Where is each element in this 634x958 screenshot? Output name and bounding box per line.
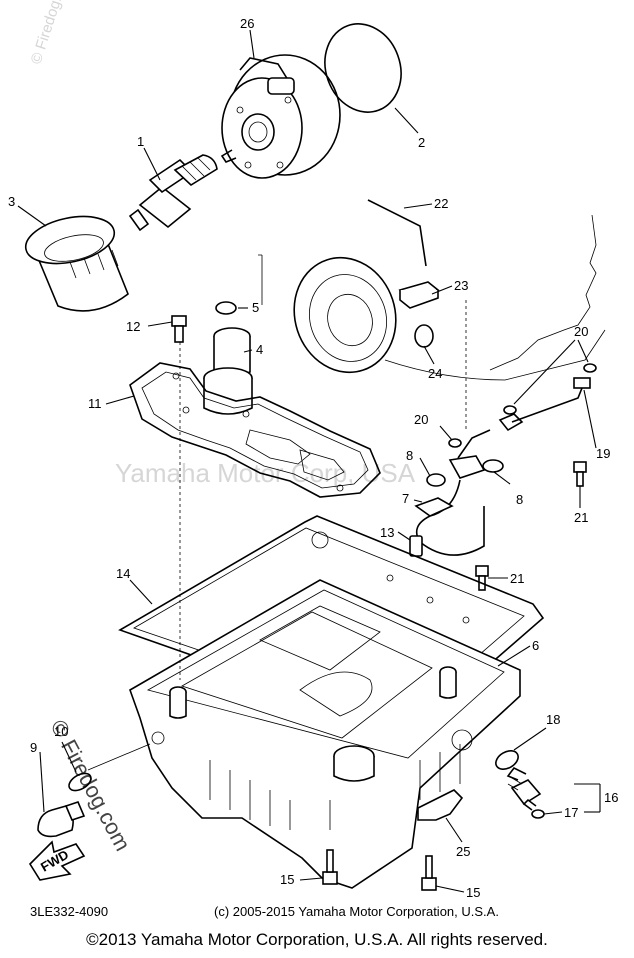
oil-pipe-assembly bbox=[414, 363, 597, 556]
footer-copyright: ©2013 Yamaha Motor Corporation, U.S.A. A… bbox=[86, 930, 548, 949]
oil-strainer bbox=[258, 254, 606, 381]
callout-8-right: 8 bbox=[516, 492, 523, 507]
diagram-code: 3LE332-4090 bbox=[30, 904, 108, 919]
callout-20-top: 20 bbox=[574, 324, 588, 339]
callout-14: 14 bbox=[116, 566, 130, 581]
watermark-firedog-topleft: © Firedog.com bbox=[28, 0, 75, 66]
callout-26: 26 bbox=[240, 16, 254, 31]
drain-bolt bbox=[506, 766, 542, 806]
callout-16: 16 bbox=[604, 790, 618, 805]
callout-19: 19 bbox=[596, 446, 610, 461]
callout-13: 13 bbox=[380, 525, 394, 540]
leader-lines bbox=[17, 29, 601, 893]
callout-9: 9 bbox=[30, 740, 37, 755]
callout-21-bottom: 21 bbox=[510, 571, 524, 586]
fwd-arrow: FWD bbox=[28, 840, 86, 881]
callout-17: 17 bbox=[564, 805, 578, 820]
drain-washer bbox=[495, 750, 519, 770]
collar bbox=[414, 324, 434, 348]
bolt-15 bbox=[322, 849, 437, 891]
callout-labels: 26 2 1 3 22 23 5 12 20 4 24 11 20 19 8 8… bbox=[8, 16, 618, 900]
bolt-12 bbox=[171, 315, 187, 343]
callout-7: 7 bbox=[402, 491, 409, 506]
callout-24: 24 bbox=[428, 366, 442, 381]
callout-20-mid: 20 bbox=[414, 412, 428, 427]
damper bbox=[398, 281, 440, 309]
callout-10: 10 bbox=[54, 724, 68, 739]
oil-cooler-housing bbox=[220, 54, 341, 179]
small-screw bbox=[522, 798, 545, 819]
callout-4: 4 bbox=[256, 342, 263, 357]
small-o-ring bbox=[215, 301, 237, 315]
callout-18: 18 bbox=[546, 712, 560, 727]
callout-2: 2 bbox=[418, 135, 425, 150]
o-ring bbox=[324, 23, 402, 113]
bolt-21 bbox=[475, 461, 587, 591]
pipe-fitting bbox=[203, 327, 253, 415]
callout-8-left: 8 bbox=[406, 448, 413, 463]
callout-6: 6 bbox=[532, 638, 539, 653]
small-copyright: (c) 2005-2015 Yamaha Motor Corporation, … bbox=[214, 904, 499, 919]
callout-25: 25 bbox=[456, 844, 470, 859]
gasket bbox=[129, 362, 381, 498]
callout-1: 1 bbox=[137, 134, 144, 149]
engine-outline bbox=[489, 214, 597, 371]
callout-5: 5 bbox=[252, 300, 259, 315]
callout-12: 12 bbox=[126, 319, 140, 334]
callout-22: 22 bbox=[434, 196, 448, 211]
union-bolt bbox=[128, 154, 218, 232]
drain-plug-left bbox=[37, 772, 92, 838]
callout-11: 11 bbox=[88, 396, 102, 411]
watermark-yamaha-center: Yamaha Motor Corp, USA bbox=[115, 458, 416, 488]
oil-pipe bbox=[367, 199, 427, 267]
oil-filter bbox=[24, 215, 129, 312]
callout-23: 23 bbox=[454, 278, 468, 293]
callout-15-right: 15 bbox=[466, 885, 480, 900]
callout-21-top: 21 bbox=[574, 510, 588, 525]
callout-15-left: 15 bbox=[280, 872, 294, 887]
callout-3: 3 bbox=[8, 194, 15, 209]
dowel-pin bbox=[409, 535, 423, 557]
bracket bbox=[417, 789, 464, 821]
